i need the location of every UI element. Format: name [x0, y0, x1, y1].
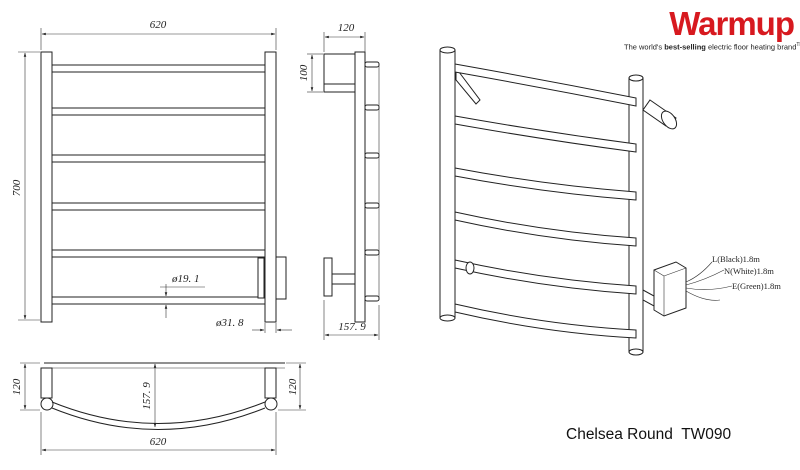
- product-name: Chelsea Round: [566, 426, 673, 443]
- tagline-bold: best-selling: [664, 42, 706, 52]
- front-bar: [51, 296, 266, 305]
- top-right-post-end: [264, 397, 278, 411]
- top-curved-bar: [51, 401, 266, 424]
- top-left-depth-label: 120: [11, 378, 23, 395]
- wire-live-label: L(Black)1.8m: [712, 254, 760, 264]
- top-left-post: [40, 367, 53, 399]
- perspective-right-post: [628, 77, 644, 353]
- perspective-bar: [454, 303, 637, 339]
- front-bar: [51, 154, 266, 163]
- post-diameter-label: ø31. 8: [215, 317, 244, 329]
- logo-wordmark: Warmup: [669, 5, 795, 42]
- front-left-post: [40, 51, 53, 323]
- warmup-logo: Warmup The world's best-selling electric…: [624, 4, 800, 52]
- top-center-depth-label: 157. 9: [141, 382, 153, 410]
- perspective-bar: [454, 259, 637, 295]
- top-left-post-end: [40, 397, 54, 411]
- front-width-label: 620: [150, 19, 167, 31]
- top-right-post: [264, 367, 277, 399]
- front-height-label: 700: [11, 179, 23, 196]
- wire-neutral-label: N(White)1.8m: [724, 266, 774, 276]
- product-model: TW090: [681, 426, 732, 443]
- front-view: 620 700 ø19. 1 ø31. 8: [11, 19, 292, 333]
- side-bar-ends: [364, 61, 380, 302]
- front-bar: [51, 64, 266, 73]
- bar-diameter-label: ø19. 1: [171, 273, 200, 285]
- perspective-bar: [454, 115, 637, 153]
- perspective-bar: [454, 167, 637, 201]
- side-view: 120 100 157. 9: [298, 22, 380, 340]
- side-top-bracket: [323, 53, 356, 89]
- front-bar: [51, 202, 266, 211]
- perspective-bars: [454, 63, 637, 339]
- front-bars: [51, 64, 266, 305]
- tagline-suffix: electric floor heating brand: [705, 42, 797, 52]
- tagline-prefix: The world's: [624, 42, 665, 52]
- product-title: Chelsea Round TW090: [566, 426, 731, 444]
- front-bar: [51, 249, 266, 258]
- front-right-post: [264, 51, 277, 323]
- perspective-junction-box: [653, 261, 687, 317]
- top-view: 120 157. 9 120 620: [11, 362, 306, 455]
- top-width-label: 620: [150, 436, 167, 448]
- perspective-bar: [454, 211, 637, 247]
- side-depth-label: 120: [338, 22, 355, 34]
- front-junction-box: [275, 256, 287, 300]
- side-bottom-label: 157. 9: [338, 321, 366, 333]
- side-bracket-label: 100: [298, 64, 310, 81]
- tagline-trademark: TM: [796, 42, 800, 48]
- side-top-flange: [323, 83, 356, 93]
- cables: [685, 261, 733, 301]
- perspective-view: L(Black)1.8m N(White)1.8m E(Green)1.8m: [439, 46, 781, 356]
- front-bar: [51, 107, 266, 116]
- side-bottom-plate: [323, 257, 333, 297]
- top-right-depth-label: 120: [287, 378, 299, 395]
- front-cable-tube: [257, 257, 265, 299]
- logo-tagline: The world's best-selling electric floor …: [624, 42, 800, 52]
- wire-earth-label: E(Green)1.8m: [732, 281, 781, 291]
- perspective-left-post: [439, 49, 456, 319]
- side-bottom-arm: [331, 273, 356, 285]
- perspective-bar: [454, 63, 637, 107]
- side-post: [354, 51, 366, 323]
